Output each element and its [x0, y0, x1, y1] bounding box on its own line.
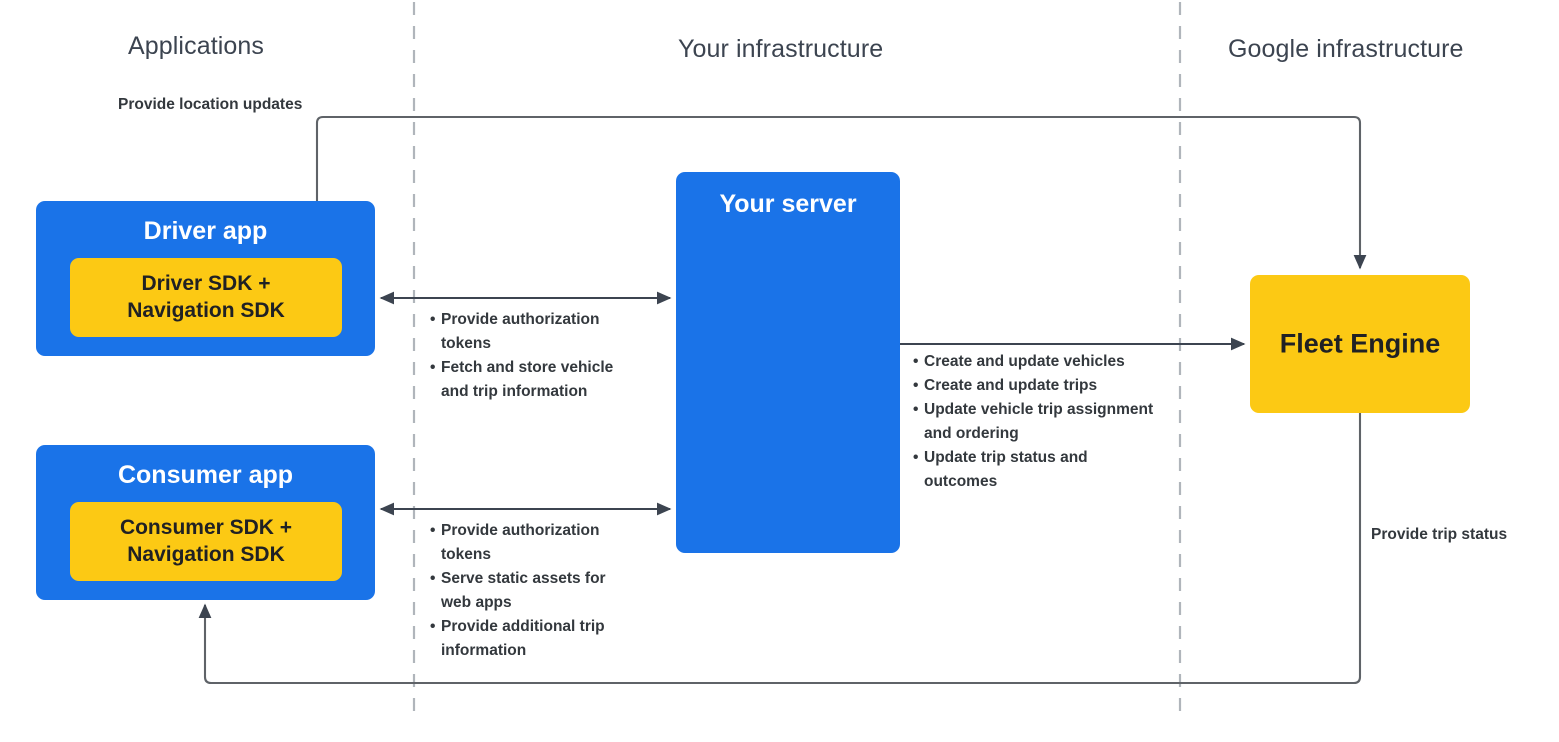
consumer-app-title: Consumer app: [117, 461, 294, 489]
bullet-item: Create and update vehicles: [913, 350, 1157, 374]
node-consumer-sdk[interactable]: Consumer SDK + Navigation SDK: [70, 502, 342, 581]
bullet-item: Fetch and store vehicle and trip informa…: [430, 356, 645, 404]
consumer-sdk-label-line1: Consumer SDK +: [119, 515, 293, 539]
driver-sdk-label-line2: Navigation SDK: [127, 299, 285, 323]
node-driver-app[interactable]: Driver app Driver SDK + Navigation SDK: [36, 201, 375, 356]
bullet-item: Update trip status and outcomes: [913, 446, 1157, 494]
bullets-driver-to-server: Provide authorization tokensFetch and st…: [430, 308, 645, 404]
edge-trip-status: [198, 413, 1362, 685]
node-your-server[interactable]: Your server: [676, 172, 900, 553]
bullet-item: Provide authorization tokens: [430, 519, 610, 567]
your-server-title: Your server: [719, 190, 857, 218]
node-fleet-engine[interactable]: Fleet Engine: [1250, 275, 1470, 413]
edge-location-updates: [315, 115, 1367, 270]
fleet-engine-title: Fleet Engine: [1279, 328, 1441, 359]
bullet-item: Provide authorization tokens: [430, 308, 645, 356]
consumer-sdk-label: Consumer SDK + Navigation SDK: [70, 514, 342, 570]
zone-title-your-infrastructure: Your infrastructure: [678, 35, 884, 63]
bullet-item: Create and update trips: [913, 374, 1157, 398]
bullets-server-to-fleet: Create and update vehiclesCreate and upd…: [913, 350, 1157, 494]
bullet-item: Update vehicle trip assignment and order…: [913, 398, 1157, 446]
zone-title-applications: Applications: [128, 32, 265, 60]
bullet-item: Serve static assets for web apps: [430, 567, 610, 615]
bullets-consumer-to-server: Provide authorization tokensServe static…: [430, 519, 610, 663]
node-driver-sdk[interactable]: Driver SDK + Navigation SDK: [70, 258, 342, 337]
zone-title-google-infrastructure: Google infrastructure: [1228, 35, 1464, 63]
bullet-item: Provide additional trip information: [430, 615, 610, 663]
node-consumer-app[interactable]: Consumer app Consumer SDK + Navigation S…: [36, 445, 375, 600]
driver-sdk-label: Driver SDK + Navigation SDK: [70, 270, 342, 326]
driver-sdk-label-line1: Driver SDK +: [141, 271, 271, 295]
edge-label-location-updates: Provide location updates: [118, 96, 303, 113]
edge-label-trip-status: Provide trip status: [1371, 526, 1508, 543]
driver-app-title: Driver app: [143, 217, 268, 245]
consumer-sdk-label-line2: Navigation SDK: [127, 543, 285, 567]
